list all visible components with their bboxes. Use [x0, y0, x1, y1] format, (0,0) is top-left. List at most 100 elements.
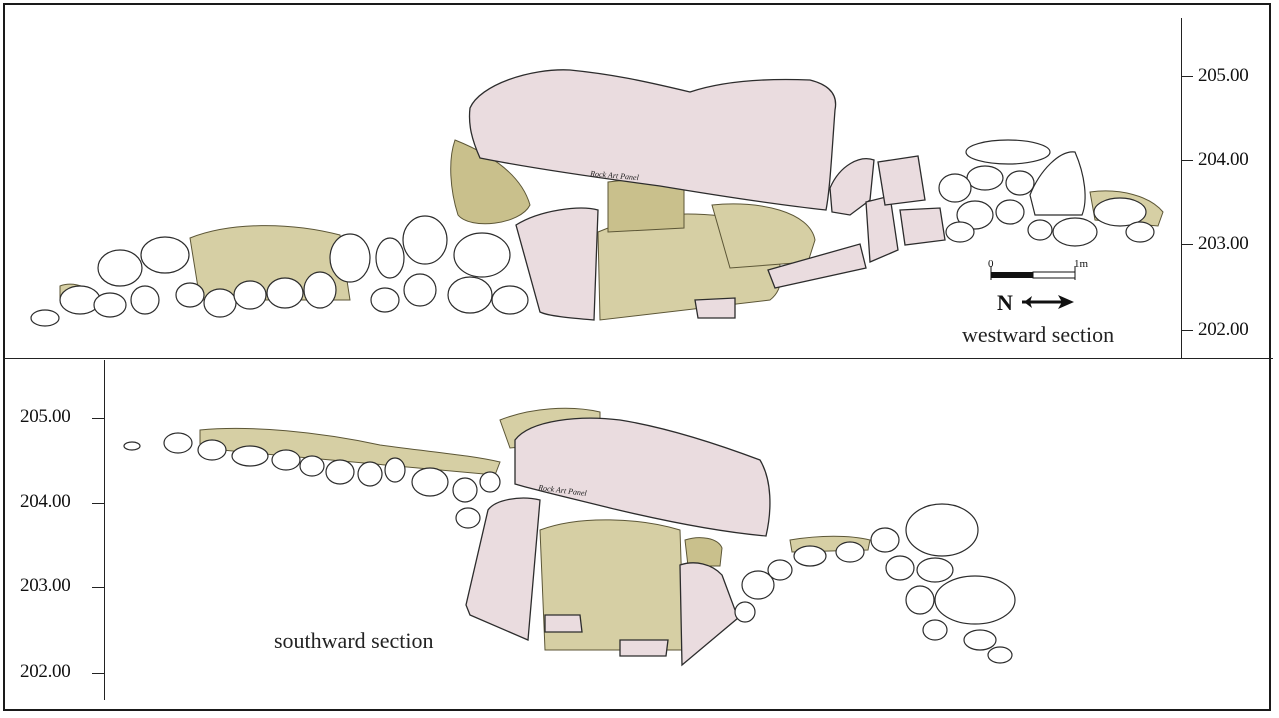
westward-tick-202 [1181, 330, 1193, 331]
cairn-stone [411, 467, 449, 497]
earth-fill [711, 203, 816, 269]
cairn-stone [767, 559, 793, 581]
scale-end-label: 1m [1074, 258, 1089, 270]
earth-fill [199, 427, 501, 476]
cairn-stone [233, 280, 267, 310]
westward-tick-label-202: 202.00 [1198, 319, 1249, 340]
figure-frame [3, 3, 1271, 711]
cairn-stone [303, 271, 337, 309]
southward-tick-label-204: 204.00 [20, 491, 71, 512]
southward-drawing: Rock Art Panel [123, 407, 1016, 667]
cairn-stone [455, 507, 481, 529]
cairn-stone [1125, 221, 1155, 243]
westward-tick-204 [1181, 160, 1193, 161]
rock-art-label: Rock Art Panel [589, 169, 640, 182]
cairn-stone [140, 236, 190, 274]
cairn-stone [329, 233, 371, 283]
cairn-stone [370, 287, 400, 313]
westward-tick-205 [1181, 76, 1193, 77]
cairn-stone [479, 471, 501, 493]
cairn-stone [203, 288, 237, 318]
cairn-stone [1052, 217, 1098, 247]
cairn-stone [197, 439, 227, 461]
cairn-stone [1027, 219, 1053, 241]
orthostat [865, 195, 899, 263]
cairn-stone [922, 619, 948, 641]
cairn-stone [97, 249, 143, 287]
orthostat [694, 297, 736, 319]
cairn-stone [934, 575, 1016, 625]
westward-tick-label-205: 205.00 [1198, 65, 1249, 86]
southward-tick-label-202: 202.00 [20, 661, 71, 682]
cairn-stone [870, 527, 900, 553]
capstone [468, 69, 837, 211]
cairn-stone [402, 215, 448, 265]
north-arrow-icon [1022, 295, 1074, 309]
orthostat [899, 207, 946, 246]
southward-tick-204 [92, 503, 104, 504]
cairn-stone [271, 449, 301, 471]
southward-section-label: southward section [274, 628, 434, 653]
north-label: N [997, 290, 1013, 315]
cairn-stone [130, 285, 160, 315]
cairn-stone [835, 541, 865, 563]
cairn-stone [93, 292, 127, 318]
cairn-stone [163, 432, 193, 454]
orthostat [544, 614, 583, 633]
southward-tick-label-205: 205.00 [20, 406, 71, 427]
cairn-stone [491, 285, 529, 315]
southward-tick-205 [92, 418, 104, 419]
capstone [514, 417, 771, 537]
westward-elevation-axis [1181, 18, 1182, 358]
cairn-stone [905, 503, 979, 557]
cairn-stone [299, 455, 325, 477]
orthostat [515, 207, 599, 321]
cairn-stone [885, 555, 915, 581]
cairn-stone [938, 173, 972, 203]
cairn-stone [266, 277, 304, 309]
cairn-stone [905, 585, 935, 615]
cairn-stone [966, 165, 1004, 191]
cairn-stone [59, 285, 101, 315]
cairn-stone [741, 570, 775, 600]
southward-tick-202 [92, 673, 104, 674]
cairn-stone [175, 282, 205, 308]
southward-tick-label-203: 203.00 [20, 575, 71, 596]
westward-tick-label-204: 204.00 [1198, 149, 1249, 170]
cairn-stone [1005, 170, 1035, 196]
orthostat [767, 243, 867, 289]
cairn-stone [325, 459, 355, 485]
scale-start-label: 0 [988, 258, 994, 270]
cairn-stone [956, 200, 994, 230]
earth-fill [684, 537, 723, 567]
orthostat [829, 158, 875, 216]
cairn-stone [30, 309, 60, 327]
orthostat [877, 155, 926, 206]
cairn-stone [375, 237, 405, 279]
cairn-stone [734, 601, 756, 623]
cairn-stone [1093, 197, 1147, 227]
cairn-stone [403, 273, 437, 307]
cairn-stone [1029, 151, 1086, 216]
cairn-stone [447, 276, 493, 314]
cairn-stone [123, 441, 141, 451]
cairn-stone [452, 477, 478, 503]
cairn-stone [987, 646, 1013, 664]
scale-bar [990, 266, 1076, 280]
cairn-stone [453, 232, 511, 278]
cairn-stone [916, 557, 954, 583]
panel-divider [3, 358, 1273, 359]
orthostat [619, 639, 669, 657]
westward-section-label: westward section [962, 322, 1115, 347]
orthostat [465, 497, 541, 641]
cairn-stone [231, 445, 269, 467]
cairn-stone [945, 221, 975, 243]
cairn-stone [793, 545, 827, 567]
westward-tick-203 [1181, 244, 1193, 245]
southward-tick-203 [92, 587, 104, 588]
southward-elevation-axis [104, 360, 105, 700]
cairn-stone [357, 461, 383, 487]
westward-tick-label-203: 203.00 [1198, 233, 1249, 254]
cairn-stone [963, 629, 997, 651]
